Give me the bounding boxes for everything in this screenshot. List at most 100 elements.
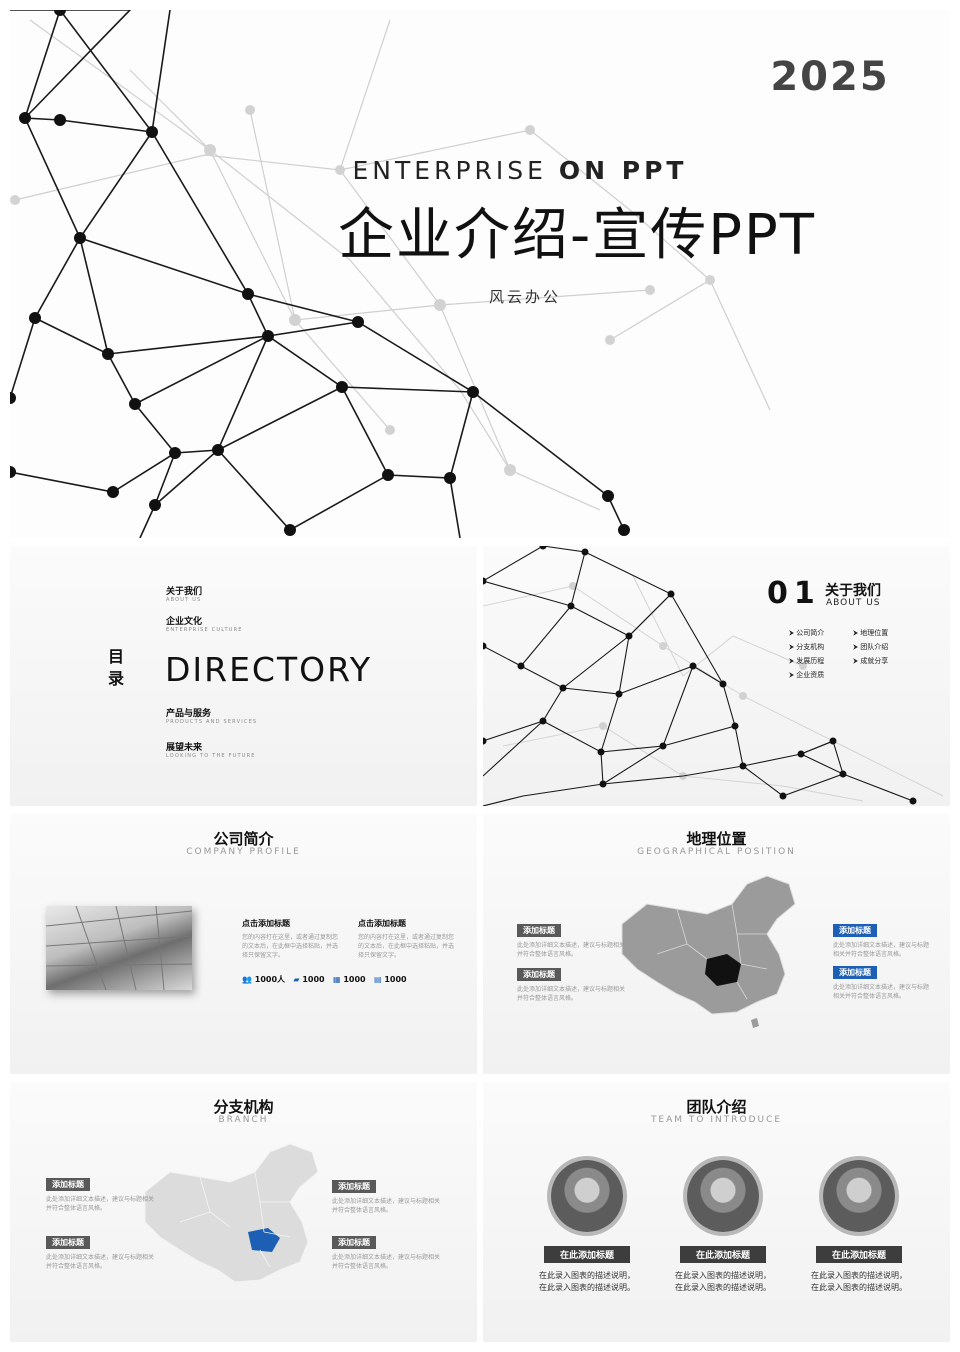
- section-item[interactable]: ⮞ 成就分享: [853, 654, 888, 668]
- section-item-label: 发展历程: [796, 657, 825, 665]
- cover-year: 2025: [770, 54, 890, 100]
- stat-value: 1000人: [254, 975, 286, 984]
- section-item-label: 公司简介: [796, 629, 825, 637]
- china-map: [621, 875, 796, 1028]
- branch-block-1: 添加标题 此处添加详细文本描述，建议与标题相关并符合整体语言风格。: [46, 1172, 156, 1213]
- profile-col2-text: 您的内容打在这里，或者通过复制您的文本后，在此框中选择粘贴，并选择只保留文字。: [358, 934, 455, 959]
- geo-title: 地理位置: [686, 830, 747, 848]
- profile-col1-heading: 点击添加标题: [242, 919, 290, 928]
- section-item[interactable]: ⮞ 地理位置: [853, 626, 888, 640]
- stat-value: 1000: [302, 975, 325, 984]
- member-title: 在此添加标题: [544, 1246, 630, 1263]
- branch-block-4: 添加标题 此处添加详细文本描述，建议与标题相关并符合整体语言风格。: [332, 1230, 442, 1271]
- member-title: 在此添加标题: [680, 1246, 766, 1263]
- section-about-slide: 01 关于我们 ABOUT US ⮞ 公司简介 ⮞ 分支机构 ⮞ 发展历程 ⮞ …: [483, 546, 950, 806]
- geo-block-2: 添加标题 此处添加详细文本描述，建议与标题相关并符合整体语言风格。: [517, 962, 627, 1003]
- member-desc-line: 在此录入图表的描述说明，: [675, 1271, 771, 1280]
- section-item-label: 成就分享: [860, 657, 889, 665]
- profile-slide: 公司简介 COMPANY PROFILE 点击添加标题 您的内容打在这里，或者通…: [10, 814, 477, 1074]
- branch-tag: 添加标题: [46, 1178, 90, 1191]
- branch-block-3: 添加标题 此处添加详细文本描述，建议与标题相关并符合整体语言风格。: [332, 1174, 442, 1215]
- team-title: 团队介绍: [686, 1098, 747, 1116]
- profile-col1: 点击添加标题 您的内容打在这里，或者通过复制您的文本后，在此框中选择粘贴，并选择…: [242, 918, 342, 960]
- building-photo: [45, 905, 193, 991]
- branch-slide: 分支机构 BRANCH 添加标题 此处添加详细文本描述，建议与标题相关并符合整体…: [10, 1082, 477, 1342]
- stat-value: 1000: [343, 975, 366, 984]
- cover-subtitle-en: ENTERPRISE ON PPT: [340, 156, 700, 185]
- profile-stats: 👥 1000人 ▰ 1000 ▦ 1000 ▤ 1000: [242, 974, 407, 985]
- branch-subtitle: BRANCH: [218, 1115, 269, 1125]
- cover-title: 企业介绍-宣传PPT: [338, 203, 816, 268]
- geo-block-1: 添加标题 此处添加详细文本描述，建议与标题相关并符合整体语言风格。: [517, 918, 627, 959]
- directory-title: DIRECTORY: [165, 650, 373, 689]
- directory-item-en: LOOKING TO THE FUTURE: [166, 753, 256, 759]
- member-desc-line: 在此录入图表的描述说明，: [539, 1271, 635, 1280]
- directory-item-en: PRODUCTS AND SERVICES: [166, 719, 258, 725]
- directory-item-cn: 产品与服务: [166, 709, 212, 719]
- arrow-icon: ⮞: [853, 657, 859, 665]
- member-desc-line: 在此录入图表的描述说明。: [675, 1283, 771, 1292]
- section-item[interactable]: ⮞ 分支机构: [789, 640, 824, 654]
- directory-item-en: ABOUT US: [166, 597, 202, 603]
- branch-text: 此处添加详细文本描述，建议与标题相关并符合整体语言风格。: [46, 1254, 155, 1270]
- section-item[interactable]: ⮞ 发展历程: [789, 654, 824, 668]
- section-item[interactable]: ⮞ 公司简介: [789, 626, 824, 640]
- stat-value: 1000: [384, 975, 407, 984]
- member-avatar: [823, 1160, 895, 1232]
- directory-item-3: 产品与服务 PRODUCTS AND SERVICES: [166, 706, 257, 725]
- china-map: [144, 1143, 319, 1283]
- member-desc: 在此录入图表的描述说明， 在此录入图表的描述说明。: [799, 1270, 919, 1294]
- geo-subtitle: GEOGRAPHICAL POSITION: [637, 847, 796, 857]
- directory-item-cn: 企业文化: [166, 617, 203, 627]
- branch-text: 此处添加详细文本描述，建议与标题相关并符合整体语言风格。: [332, 1254, 441, 1270]
- directory-item-4: 展望未来 LOOKING TO THE FUTURE: [166, 740, 256, 759]
- profile-col1-text: 您的内容打在这里，或者通过复制您的文本后，在此框中选择粘贴，并选择只保留文字。: [242, 934, 339, 959]
- geo-tag: 添加标题: [833, 966, 877, 979]
- geo-tag: 添加标题: [517, 968, 561, 981]
- member-desc-line: 在此录入图表的描述说明。: [811, 1283, 907, 1292]
- geo-text: 此处添加详细文本描述，建议与标题相关并符合整体语言风格。: [517, 986, 626, 1002]
- arrow-icon: ⮞: [853, 629, 859, 637]
- branch-tag: 添加标题: [332, 1180, 376, 1193]
- member-avatar: [687, 1160, 759, 1232]
- section-item-label: 地理位置: [860, 629, 889, 637]
- section-number: 01: [767, 576, 821, 611]
- team-subtitle: TEAM TO INTRODUCE: [650, 1115, 783, 1125]
- team-slide: 团队介绍 TEAM TO INTRODUCE 在此添加标题 在此录入图表的描述说…: [483, 1082, 950, 1342]
- member-desc-line: 在此录入图表的描述说明，: [811, 1271, 907, 1280]
- section-subtitle: ABOUT US: [826, 598, 881, 608]
- arrow-icon: ⮞: [789, 643, 795, 651]
- geo-text: 此处添加详细文本描述，建议与标题相关并符合整体语言风格。: [833, 942, 930, 958]
- directory-item-cn: 关于我们: [166, 587, 203, 597]
- document-icon: ▤: [373, 975, 382, 984]
- section-item-label: 分支机构: [796, 643, 825, 651]
- arrow-icon: ⮞: [789, 671, 795, 679]
- cover-author: 风云办公: [488, 288, 561, 306]
- branch-tag: 添加标题: [46, 1236, 90, 1249]
- network-graphic: [483, 546, 944, 806]
- section-item[interactable]: ⮞ 企业资质: [789, 668, 824, 682]
- directory-item-en: ENTERPRISE CULTURE: [166, 627, 243, 633]
- section-title: 关于我们: [825, 583, 881, 599]
- directory-side-title: 目录: [108, 647, 125, 688]
- member-avatar: [551, 1160, 623, 1232]
- directory-item-2: 企业文化 ENTERPRISE CULTURE: [166, 614, 243, 633]
- arrow-icon: ⮞: [789, 629, 795, 637]
- section-items-right: ⮞ 地理位置 ⮞ 团队介绍 ⮞ 成就分享: [853, 626, 888, 668]
- member-desc-line: 在此录入图表的描述说明。: [539, 1283, 635, 1292]
- geo-tag: 添加标题: [517, 924, 561, 937]
- folder-icon: ▰: [293, 975, 300, 984]
- chart-icon: ▦: [332, 975, 341, 984]
- arrow-icon: ⮞: [789, 657, 795, 665]
- cover-slide: 2025 ENTERPRISE ON PPT 企业介绍-宣传PPT 风云办公: [10, 10, 950, 538]
- section-items-left: ⮞ 公司简介 ⮞ 分支机构 ⮞ 发展历程 ⮞ 企业资质: [789, 626, 824, 682]
- branch-text: 此处添加详细文本描述，建议与标题相关并符合整体语言风格。: [46, 1196, 155, 1212]
- profile-col2-heading: 点击添加标题: [358, 919, 406, 928]
- directory-slide: 目录 DIRECTORY 关于我们 ABOUT US 企业文化 ENTERPRI…: [10, 546, 477, 806]
- people-icon: 👥: [242, 975, 252, 984]
- section-item[interactable]: ⮞ 团队介绍: [853, 640, 888, 654]
- profile-title: 公司简介: [213, 830, 274, 848]
- member-desc: 在此录入图表的描述说明， 在此录入图表的描述说明。: [527, 1270, 647, 1294]
- branch-tag: 添加标题: [332, 1236, 376, 1249]
- branch-block-2: 添加标题 此处添加详细文本描述，建议与标题相关并符合整体语言风格。: [46, 1230, 156, 1271]
